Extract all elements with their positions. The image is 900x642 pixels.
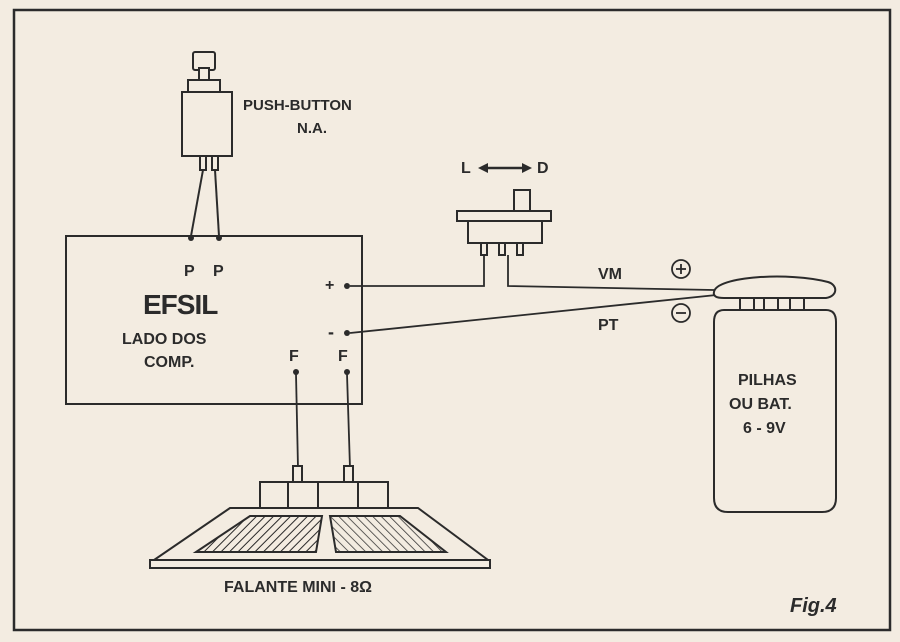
wire-pt xyxy=(349,293,727,334)
speaker-label: FALANTE MINI - 8Ω xyxy=(224,579,372,596)
f-terminal-left xyxy=(293,369,299,375)
pt-wire-label: PT xyxy=(598,317,619,334)
speaker xyxy=(149,465,492,569)
efsil-module xyxy=(65,235,363,405)
plus-terminal xyxy=(344,283,350,289)
f-label-right: F xyxy=(338,348,348,365)
figure-frame xyxy=(12,8,892,632)
push-button xyxy=(181,51,233,237)
slide-switch xyxy=(456,189,552,256)
wire-f-right xyxy=(346,373,351,469)
switch-left-label: L xyxy=(461,160,471,177)
battery-label-line2: OU BAT. xyxy=(729,396,792,413)
module-brand: EFSIL xyxy=(143,289,218,320)
push-button-label: PUSH-BUTTON xyxy=(243,97,352,114)
f-label-left: F xyxy=(289,348,299,365)
wire-f-left xyxy=(295,373,299,469)
p-terminal-right xyxy=(216,235,222,241)
module-comp-label: COMP. xyxy=(144,354,194,371)
vm-wire-label: VM xyxy=(598,266,622,283)
p-label-right: P xyxy=(213,263,224,280)
p-label-left: P xyxy=(184,263,195,280)
push-button-type-label: N.A. xyxy=(297,120,327,137)
positive-symbol xyxy=(671,259,691,279)
plus-terminal-label: + xyxy=(325,277,334,294)
f-terminal-right xyxy=(344,369,350,375)
minus-terminal xyxy=(344,330,350,336)
battery-label-line1: PILHAS xyxy=(738,372,797,389)
switch-direction-arrow xyxy=(478,163,532,173)
module-side-label: LADO DOS xyxy=(122,331,207,348)
wires xyxy=(295,255,727,469)
figure-number: Fig.4 xyxy=(790,595,837,617)
minus-terminal-label: - xyxy=(328,322,334,342)
battery-label-line3: 6 - 9V xyxy=(743,420,786,437)
p-terminal-left xyxy=(188,235,194,241)
negative-symbol xyxy=(671,303,691,323)
wire-plus-to-switch xyxy=(350,255,485,287)
switch-right-label: D xyxy=(537,160,549,177)
wire-vm xyxy=(507,255,715,291)
battery xyxy=(712,275,837,513)
